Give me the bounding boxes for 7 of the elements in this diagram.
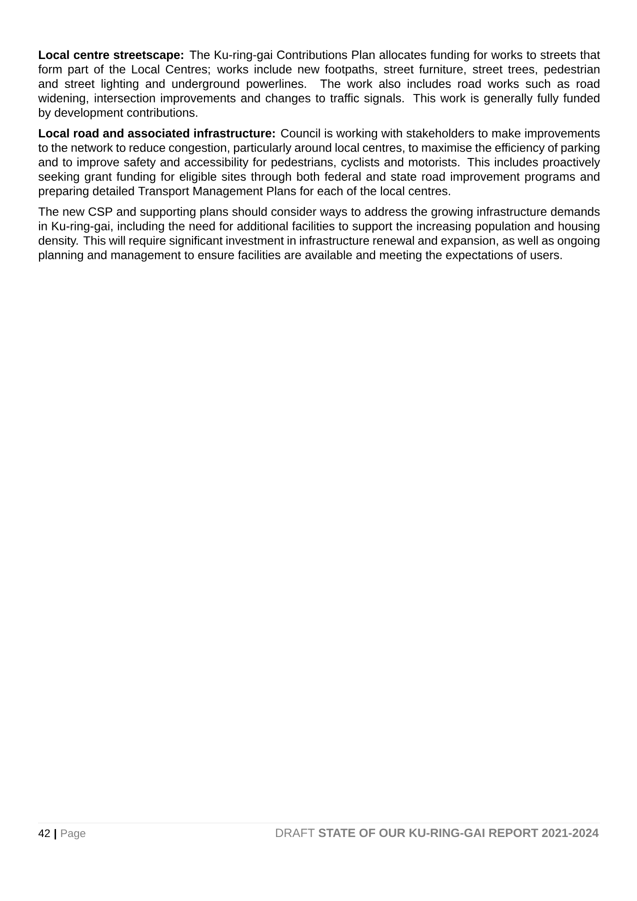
paragraph: Local road and associated infrastructure: Council is working with stakeholders to make improvements to the network to reduce congestion, particularly around local centres, to maximise the efficiency of parking and to improve safety and accessibility for pedestrians, cyclists and motorists. This includes proactively seeking grant funding for eligible sites through both federal and state road improvement programs and preparing detailed Transport Management Plans for each of the local centres. — [38, 128, 600, 198]
paragraph: Local centre streetscape: The Ku-ring-gai Contributions Plan allocates funding for works to streets that form part of the Local Centres; works include new footpaths, street furniture, street trees, pedestrian and street lighting and underground powerlines. The work also includes road works such as road widening, intersection improvements and changes to traffic signals. This work is generally fully funded by development contributions. — [38, 50, 600, 120]
page-number: 42 — [38, 829, 50, 837]
page-word: Page — [61, 829, 86, 840]
report-title: DRAFT STATE OF OUR KU-RING-GAI REPORT 2021-2024 — [276, 828, 599, 838]
paragraph: The new CSP and supporting plans should consider ways to address the growing infrastructure demands in Ku-ring-gai, including the need for additional facilities to support the increasing population and housing density. This will require significant investment in infrastructure renewal and expansion, as well as ongoing planning and management to ensure facilities are available and meeting the expectations of users. — [38, 207, 600, 262]
separator: | — [54, 829, 56, 840]
